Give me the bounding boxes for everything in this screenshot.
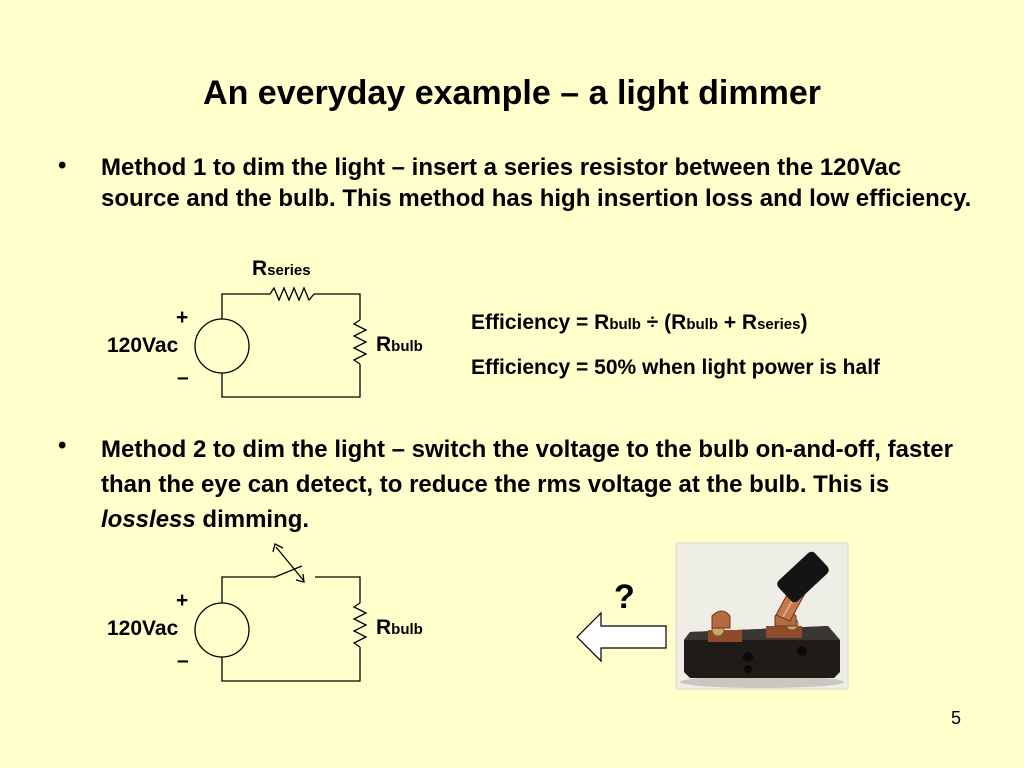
bullet-2-marker: •	[58, 432, 67, 459]
page-number: 5	[951, 708, 962, 728]
circuit-2-wire	[221, 647, 361, 682]
bullet-1-marker: •	[58, 152, 67, 179]
efficiency-half-statement: Efficiency = 50% when light power is hal…	[471, 356, 881, 379]
rbulb-label-1: Rbulb	[376, 333, 423, 356]
series-resistor-symbol	[269, 286, 315, 302]
bulb-resistor-symbol-2	[352, 602, 368, 648]
efficiency-equation: Efficiency = Rbulb ÷ (Rbulb + Rseries)	[471, 311, 808, 334]
circuit-2-wire	[315, 576, 361, 603]
circuit-1-plus-label: +	[176, 306, 189, 329]
circuit-2-wire	[221, 565, 303, 604]
bullet-1-text: Method 1 to dim the light – insert a ser…	[101, 154, 972, 212]
circuit-1-source-label: 120Vac	[107, 334, 179, 357]
slide-title: An everyday example – a light dimmer	[203, 74, 821, 112]
ac-source-circle-2	[194, 602, 250, 658]
lossless-emphasis: lossless	[101, 506, 196, 533]
circuit-2-minus-label: –	[177, 649, 189, 672]
circuit-1-minus-label: –	[177, 366, 189, 389]
circuit-1-wire	[314, 293, 361, 320]
bulb-resistor-symbol-1	[352, 319, 368, 365]
bullet-2-text: Method 2 to dim the light – switch the v…	[101, 436, 953, 533]
question-mark: ?	[614, 578, 635, 616]
circuit-1-wire	[221, 293, 270, 321]
switch-arrow-line	[275, 546, 305, 582]
switch-arrow-head	[272, 543, 284, 553]
circuit-1-wire	[221, 364, 361, 398]
switch-arrow-tail	[295, 573, 305, 583]
rbulb-label-2: Rbulb	[376, 616, 423, 639]
rseries-label: Rseries	[252, 257, 311, 280]
ac-source-circle-1	[194, 318, 250, 374]
circuit-2	[194, 543, 368, 682]
circuit-2-source-label: 120Vac	[107, 617, 179, 640]
knife-switch-photo	[675, 542, 849, 690]
circuit-1	[194, 286, 368, 398]
left-arrow-icon	[576, 611, 667, 663]
circuit-2-plus-label: +	[176, 589, 189, 612]
